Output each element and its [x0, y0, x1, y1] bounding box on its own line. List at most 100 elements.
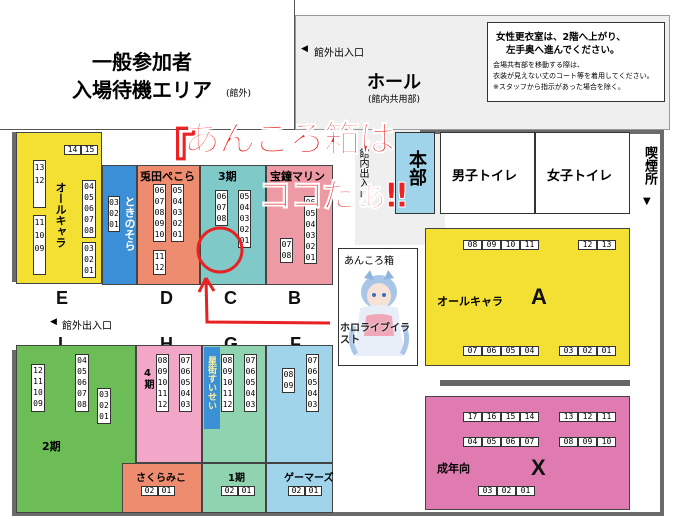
letter-b: B: [288, 288, 301, 308]
e-col4: 03 02 01: [82, 242, 96, 278]
e-name: オールキャラ: [54, 182, 67, 248]
wall-bottom: [12, 512, 662, 516]
character-illustration-icon: [348, 270, 410, 356]
i-col3: 03 02 01: [97, 388, 111, 424]
a-top-right-cell: 13: [597, 240, 616, 250]
gamers-cell: 01: [305, 486, 322, 496]
a-bottom-cell: 07: [463, 346, 482, 356]
annotation-bracket: 『: [148, 124, 197, 180]
notice-title2: 左手奥へ進んでください。: [506, 45, 620, 56]
west-exit-icon: ◀: [50, 317, 57, 327]
zone-h: [136, 345, 202, 463]
a-top-cell: 08: [463, 240, 482, 250]
e-col2: 11 10 09: [33, 215, 46, 275]
h-name: 4期: [142, 368, 153, 389]
a-top-cell: 09: [482, 240, 501, 250]
f-col2: 07 06 05 04 03: [306, 354, 319, 412]
b-col2: 06 05 04 03 02 01: [304, 196, 317, 264]
a-name: オールキャラ: [437, 295, 503, 308]
c-col2: 05 04 03 02 01: [238, 190, 251, 248]
x-mid-left-cell: 05: [482, 437, 501, 447]
west-exit-gap: [10, 282, 18, 350]
a-bottom-right-cell: 02: [578, 346, 597, 356]
x-top-left-cell: 15: [501, 412, 520, 422]
a-bottom-right-cell: 03: [559, 346, 578, 356]
notice-line1: 会場共有部を移動する際は、: [493, 61, 584, 69]
x-mid-right-cell: 09: [578, 437, 597, 447]
notice-line2: 衣装が見えない丈のコート等を着用してください。: [493, 72, 654, 80]
illustration-caption: ホロライブイラスト: [340, 323, 410, 346]
wall-top-left: [12, 132, 16, 282]
mens-toilet-box: [440, 132, 535, 214]
waiting-area: [0, 0, 295, 130]
i-name: 2期: [42, 440, 61, 453]
zone-f: [266, 345, 333, 463]
annotation-line2: ココだぁ‼: [257, 176, 407, 217]
notice-box: [487, 22, 665, 102]
h-col1: 08 09 10 11 12: [156, 354, 169, 412]
annotation-line1: あんころ箱は: [183, 119, 395, 161]
mens-toilet-label: 男子トイレ: [452, 169, 518, 184]
b-col1: 07 08: [280, 238, 293, 263]
g-name-bg: [204, 347, 220, 429]
g-col1: 08 09 10 11 12: [221, 354, 234, 412]
gen1-cell: 02: [221, 486, 238, 496]
x-name: 成年向: [437, 462, 470, 475]
zone-a: [425, 228, 630, 366]
letter-c: C: [224, 288, 237, 308]
x-top-right-cell: 12: [578, 412, 597, 422]
c-col1: 06 07 08: [215, 190, 228, 226]
zone-d: [137, 165, 200, 285]
smoking-label: 喫煙所: [642, 146, 657, 185]
a-bottom-cell: 06: [482, 346, 501, 356]
zone-b: [266, 165, 333, 285]
d-col1: 06 07 08 09 10: [153, 184, 166, 242]
letter-e: E: [56, 288, 69, 308]
notice-line3: ※スタッフから指示があった場合を除く。: [493, 83, 625, 91]
wall-right: [660, 130, 664, 516]
a-top-right-cell: 12: [578, 240, 597, 250]
x-bottom-cell: 02: [497, 486, 516, 496]
wall-bottom-left: [12, 350, 16, 515]
womens-toilet-box: [535, 132, 630, 214]
b-name: 宝鐘マリン: [270, 170, 325, 183]
west-exit-label: 館外出入口: [62, 321, 112, 332]
hq-label: 本部: [406, 150, 427, 186]
x-top-left-cell: 17: [463, 412, 482, 422]
letter-f: F: [290, 334, 301, 354]
notice-title1: 女性更衣室は、2階へ上がり、: [496, 32, 626, 43]
letter-x: X: [531, 455, 546, 480]
a-bottom-right-cell: 01: [597, 346, 616, 356]
i-col2: 04 05 06 07 08: [75, 354, 89, 412]
smoking-arrow-icon: ▼: [643, 196, 651, 207]
x-top-left-cell: 16: [482, 412, 501, 422]
g-name: 星街すいせい: [206, 356, 216, 410]
e-top-cell: 15: [81, 145, 98, 155]
x-mid-right-cell: 10: [597, 437, 616, 447]
f-col1: 08 09: [282, 368, 295, 393]
x-mid-right-cell: 08: [559, 437, 578, 447]
waiting-area-note: (館外): [226, 89, 252, 99]
waiting-area-line2: 入場待機エリア: [72, 78, 212, 102]
i-col1: 12 11 10 09: [31, 364, 45, 412]
x-mid-left-cell: 06: [501, 437, 520, 447]
hq-box: [395, 132, 435, 214]
gen1-name: 1期: [228, 473, 245, 484]
a-top-cell: 11: [520, 240, 539, 250]
h-col2: 07 06 05 04 03: [179, 354, 192, 412]
letter-d: D: [160, 288, 173, 308]
d-col3: 11 12: [153, 250, 166, 275]
hall-exit-label: 館外出入口: [314, 48, 364, 59]
hall-title: ホール: [367, 72, 421, 93]
x-bottom-cell: 01: [516, 486, 535, 496]
womens-toilet-label: 女子トイレ: [547, 169, 613, 184]
hall-sub: (館内共用部): [368, 95, 421, 105]
x-mid-left-cell: 04: [463, 437, 482, 447]
e-top-cell: 14: [64, 145, 81, 155]
x-mid-left-cell: 07: [520, 437, 539, 447]
c-name: 3期: [218, 170, 237, 183]
a-top-cell: 10: [501, 240, 520, 250]
e-col3: 04 05 06 07 08: [82, 180, 96, 238]
sakura-name: さくらみこ: [136, 473, 186, 484]
